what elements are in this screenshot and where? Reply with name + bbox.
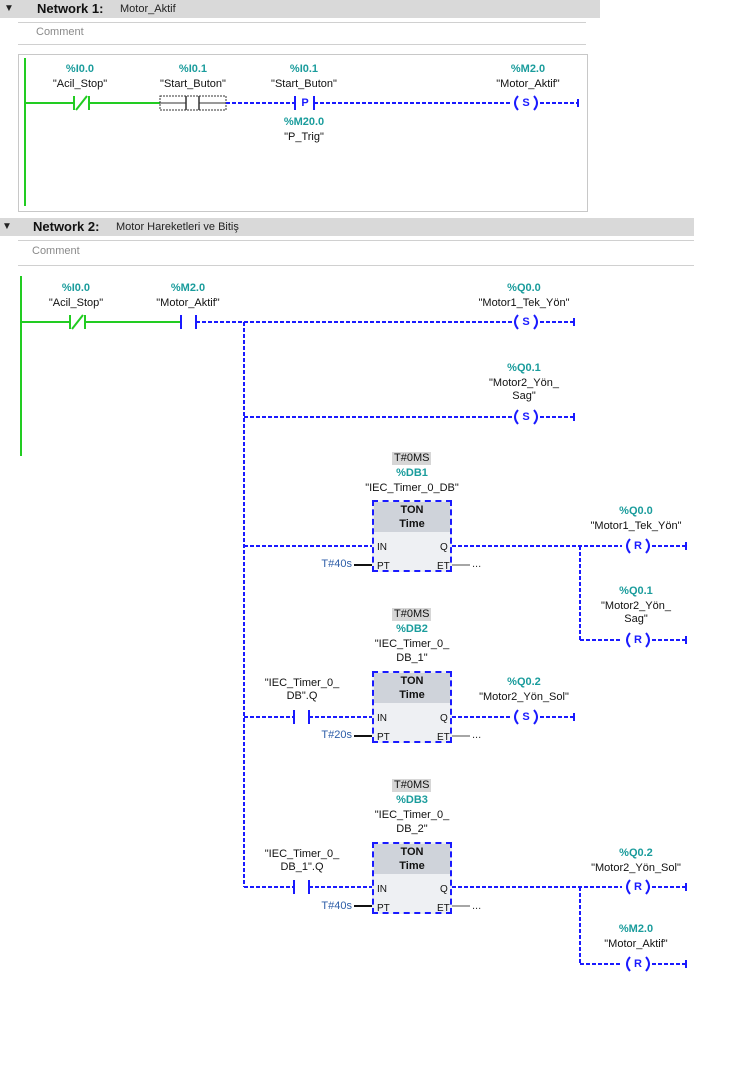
coil-symbol: Sag" [512, 390, 536, 402]
coil-symbol: "Motor_Aktif" [604, 938, 668, 950]
coil-symbol: "Motor2_Yön_Sol" [479, 691, 569, 703]
edge-memory-symbol: "P_Trig" [284, 131, 324, 143]
network-2-name[interactable]: Motor Hareketleri ve Bitiş [116, 221, 239, 233]
network-2-header[interactable] [0, 218, 694, 236]
coil-symbol: Sag" [624, 613, 648, 625]
pin-q: Q [440, 884, 448, 895]
timer-subtype: Time [399, 689, 425, 701]
coil-letter: R [634, 958, 642, 970]
timer-preset-tag: T#0MS [392, 779, 432, 792]
coil-symbol: "Motor2_Yön_ [601, 600, 671, 612]
pin-et: ET [437, 903, 450, 914]
et-value[interactable]: ... [472, 900, 482, 912]
timer-subtype: Time [399, 518, 425, 530]
coil-address: %Q0.2 [507, 676, 541, 688]
timer-db-symbol: "IEC_Timer_0_DB" [365, 482, 459, 494]
timer-block[interactable]: TON Time IN PT Q ET [372, 671, 452, 743]
timer-db-address: %DB1 [396, 467, 428, 479]
contact-address: %I0.1 [289, 63, 319, 75]
contact-symbol: DB_1".Q [280, 861, 324, 873]
timer-type: TON [400, 846, 424, 858]
timer-preset-tag: T#0MS [392, 608, 432, 621]
timer-subtype: Time [399, 860, 425, 872]
coil-address: %M2.0 [510, 63, 546, 75]
et-value[interactable]: ... [472, 729, 482, 741]
coil-address: %Q0.0 [507, 282, 541, 294]
pt-value[interactable]: T#20s [321, 729, 352, 741]
timer-type: TON [400, 504, 424, 516]
coil-address: %Q0.0 [619, 505, 653, 517]
nc-contact-symbol [69, 314, 86, 330]
network-2-comment[interactable]: Comment [32, 245, 80, 257]
pin-in: IN [377, 713, 387, 724]
network-1-name[interactable]: Motor_Aktif [120, 3, 176, 15]
timer-db-address: %DB2 [396, 623, 428, 635]
coil-symbol: "Motor2_Yön_Sol" [591, 862, 681, 874]
pin-q: Q [440, 713, 448, 724]
network-1-label: Network 1: [37, 1, 104, 16]
contact-symbol: "Start_Buton" [271, 78, 337, 90]
coil-letter: S [522, 411, 530, 423]
timer-block[interactable]: TON Time IN PT Q ET [372, 500, 452, 572]
coil-letter: R [634, 634, 642, 646]
coil-letter: S [522, 97, 530, 109]
edge-letter: P [301, 97, 309, 109]
coil-address: %Q0.2 [619, 847, 653, 859]
contact-symbol: "Start_Buton" [160, 78, 226, 90]
coil-symbol: "Motor2_Yön_ [489, 377, 559, 389]
et-value[interactable]: ... [472, 558, 482, 570]
timer-type: TON [400, 675, 424, 687]
coil-symbol: "Motor_Aktif" [496, 78, 560, 90]
coil-address: %Q0.1 [507, 362, 541, 374]
contact-symbol: "IEC_Timer_0_ [264, 677, 340, 689]
coil-address: %M2.0 [618, 923, 654, 935]
edge-memory-address: %M20.0 [283, 116, 325, 128]
network-1-frame [18, 54, 588, 212]
pin-pt: PT [377, 561, 390, 572]
contact-symbol: "IEC_Timer_0_ [264, 848, 340, 860]
network-2-label: Network 2: [33, 219, 100, 234]
contact-symbol: "Acil_Stop" [52, 78, 108, 90]
contact-address: %M2.0 [170, 282, 206, 294]
coil-letter: S [522, 316, 530, 328]
coil-letter: R [634, 881, 642, 893]
timer-db-symbol: "IEC_Timer_0_ [374, 809, 450, 821]
timer-db-address: %DB3 [396, 794, 428, 806]
pin-in: IN [377, 884, 387, 895]
coil-address: %Q0.1 [619, 585, 653, 597]
pin-pt: PT [377, 732, 390, 743]
contact-address: %I0.0 [61, 282, 91, 294]
timer-preset-tag: T#0MS [392, 452, 432, 465]
pin-in: IN [377, 542, 387, 553]
network-1-comment[interactable]: Comment [36, 26, 84, 38]
pin-et: ET [437, 561, 450, 572]
coil-letter: R [634, 540, 642, 552]
timer-db-symbol: "IEC_Timer_0_ [374, 638, 450, 650]
pin-et: ET [437, 732, 450, 743]
coil-letter: S [522, 711, 530, 723]
coil-symbol: "Motor1_Tek_Yön" [590, 520, 682, 532]
contact-symbol: "Motor_Aktif" [156, 297, 220, 309]
timer-db-symbol: DB_1" [396, 652, 428, 664]
contact-address: %I0.0 [65, 63, 95, 75]
pt-value[interactable]: T#40s [321, 900, 352, 912]
contact-address: %I0.1 [178, 63, 208, 75]
pin-q: Q [440, 542, 448, 553]
timer-block[interactable]: TON Time IN PT Q ET [372, 842, 452, 914]
coil-symbol: "Motor1_Tek_Yön" [478, 297, 570, 309]
contact-symbol: "Acil_Stop" [48, 297, 104, 309]
collapse-caret-icon[interactable]: ▼ [4, 3, 14, 14]
pin-pt: PT [377, 903, 390, 914]
pt-value[interactable]: T#40s [321, 558, 352, 570]
network-1-header[interactable] [0, 0, 600, 18]
timer-db-symbol: DB_2" [396, 823, 428, 835]
contact-symbol: DB".Q [286, 690, 318, 702]
collapse-caret-icon[interactable]: ▼ [2, 221, 12, 232]
